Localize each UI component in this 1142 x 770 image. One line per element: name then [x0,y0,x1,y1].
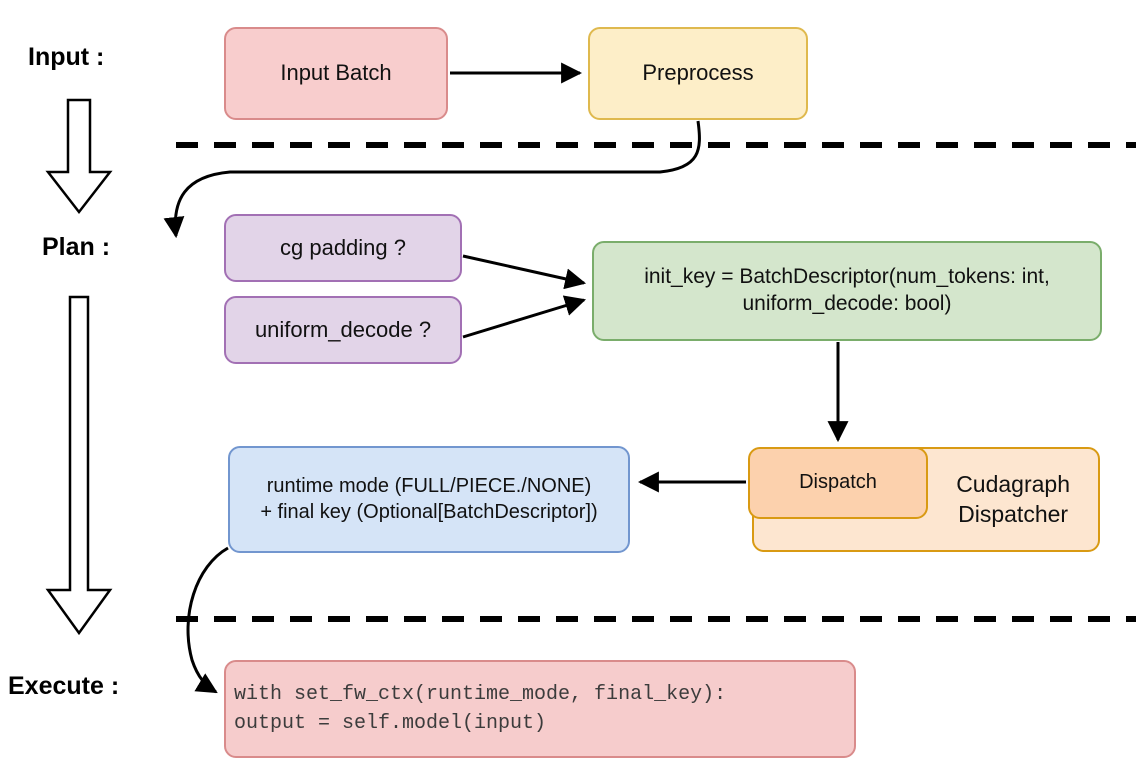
plan-to-execute-flow-arrow [45,295,113,636]
node-execute-code-block[interactable]: with set_fw_ctx(runtime_mode, final_key)… [224,660,856,758]
edge-cg-padding-to-init-key [462,254,587,290]
stage-label-input: Input : [28,43,105,71]
node-init-key-batchdescriptor[interactable]: init_key = BatchDescriptor(num_tokens: i… [592,241,1102,341]
edge-runtime-mode-to-execute-code [186,546,229,694]
edge-uniform-decode-to-init-key [462,295,587,339]
node-preprocess[interactable]: Preprocess [588,27,808,120]
node-dispatch[interactable]: Dispatch [748,447,928,519]
node-uniform-decode[interactable]: uniform_decode ? [224,296,462,364]
node-runtime-mode-and-final-key[interactable]: runtime mode (FULL/PIECE./NONE) + final … [228,446,630,553]
stage-label-plan: Plan : [42,233,111,261]
node-input-batch[interactable]: Input Batch [224,27,448,120]
input-to-plan-flow-arrow [45,98,113,215]
node-cg-padding[interactable]: cg padding ? [224,214,462,282]
stage-label-execute: Execute : [8,672,120,700]
